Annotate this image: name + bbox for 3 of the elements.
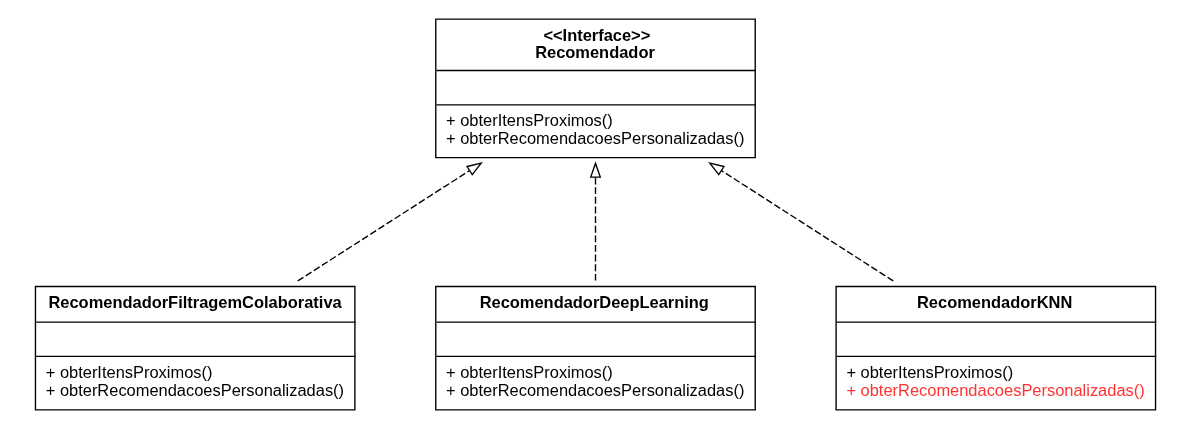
arrow bbox=[589, 161, 601, 282]
arrow bbox=[707, 162, 894, 282]
arrow bbox=[296, 162, 483, 282]
